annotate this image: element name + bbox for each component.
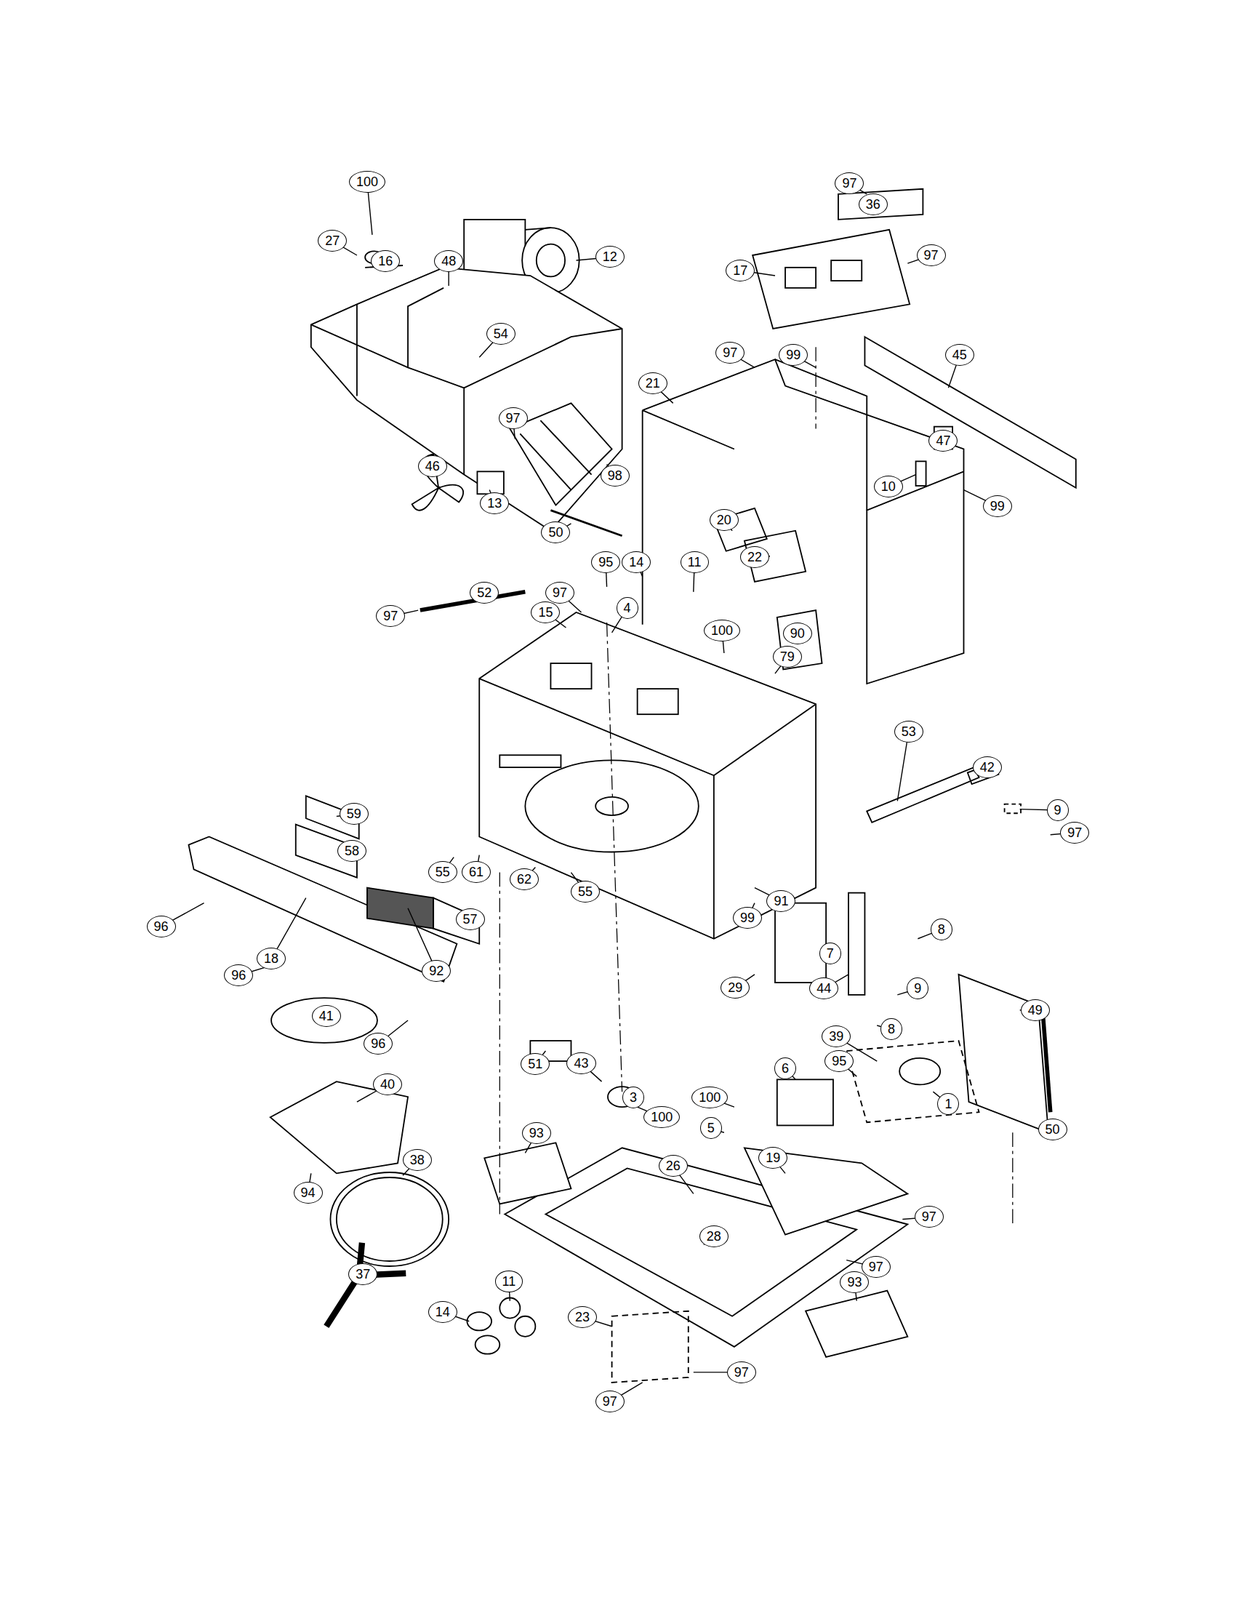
callout-number: 16 xyxy=(370,250,400,272)
callout-number: 49 xyxy=(1020,998,1050,1021)
callout-number: 57 xyxy=(455,908,485,930)
callout-number: 5 xyxy=(700,1116,722,1139)
callout-number: 45 xyxy=(945,343,975,366)
callout-number: 100 xyxy=(703,619,741,642)
callout-number: 4 xyxy=(616,596,639,619)
callout-number: 37 xyxy=(348,1262,378,1285)
callout-number: 100 xyxy=(643,1105,680,1128)
callout-number: 26 xyxy=(658,1154,688,1177)
callout-number: 12 xyxy=(595,245,625,268)
callout-number: 99 xyxy=(982,495,1013,517)
callout-number: 97 xyxy=(375,604,405,627)
callout-number: 43 xyxy=(566,1052,596,1074)
callout-number: 97 xyxy=(715,341,745,364)
callout-number: 97 xyxy=(861,1255,891,1278)
callout-number: 59 xyxy=(339,802,369,825)
callout-number: 8 xyxy=(930,918,953,941)
callout-number: 54 xyxy=(486,322,516,345)
callout-number: 8 xyxy=(880,1017,903,1040)
callout-number: 46 xyxy=(418,455,448,477)
callout-number: 58 xyxy=(337,839,367,862)
callout-number: 95 xyxy=(591,551,621,573)
callout-number: 15 xyxy=(530,601,560,624)
callout-number: 100 xyxy=(691,1086,728,1109)
callout-number: 55 xyxy=(570,880,600,903)
callout-number: 97 xyxy=(1060,821,1090,844)
callout-number: 97 xyxy=(498,407,528,429)
callout-number: 21 xyxy=(638,372,668,395)
callout-number: 50 xyxy=(1038,1118,1068,1141)
callout-number: 42 xyxy=(972,756,1002,778)
callout-number: 55 xyxy=(428,860,458,883)
callout-number: 50 xyxy=(540,521,571,544)
callout-number: 18 xyxy=(256,947,286,970)
callout-number: 51 xyxy=(520,1052,550,1075)
callout-number: 92 xyxy=(421,959,451,982)
callout-number: 19 xyxy=(758,1146,788,1169)
callout-number: 29 xyxy=(720,976,750,999)
callout-number: 90 xyxy=(783,622,813,645)
callout-number: 97 xyxy=(834,172,864,195)
callout-number: 40 xyxy=(372,1073,403,1095)
callout-number: 96 xyxy=(223,964,254,986)
callout-number: 9 xyxy=(1046,799,1069,821)
callout-number: 79 xyxy=(772,645,802,668)
callout-number: 7 xyxy=(819,942,842,965)
callout-number: 91 xyxy=(766,889,796,912)
callout-number: 97 xyxy=(916,244,946,267)
callout-number: 11 xyxy=(680,551,709,573)
callout-number: 36 xyxy=(858,193,888,216)
callout-number: 14 xyxy=(428,1300,458,1323)
callout-number: 99 xyxy=(778,343,808,366)
callout-number: 23 xyxy=(567,1305,597,1328)
callout-number: 99 xyxy=(732,906,762,929)
callout-number: 96 xyxy=(146,915,176,938)
callout-number: 6 xyxy=(774,1057,797,1079)
callout-number: 17 xyxy=(725,259,755,282)
callout-number: 44 xyxy=(809,977,839,999)
callout-number: 97 xyxy=(914,1205,944,1228)
callout-number: 97 xyxy=(595,1390,625,1412)
callout-number: 11 xyxy=(495,1270,524,1292)
callout-number: 9 xyxy=(906,977,929,999)
callout-number: 14 xyxy=(621,551,651,573)
callout-number: 61 xyxy=(461,860,491,883)
callout-number: 94 xyxy=(293,1181,323,1204)
callout-number: 97 xyxy=(545,581,575,604)
callout-number: 10 xyxy=(873,475,904,498)
callout-number: 13 xyxy=(479,492,509,515)
callout-number: 62 xyxy=(509,868,539,890)
callout-number: 93 xyxy=(522,1121,552,1144)
callout-number: 22 xyxy=(740,546,770,568)
callout-number: 97 xyxy=(727,1361,757,1383)
callout-number: 27 xyxy=(317,229,347,252)
callout-number: 98 xyxy=(600,464,630,487)
callout-number: 3 xyxy=(622,1086,645,1109)
callout-number: 39 xyxy=(821,1025,851,1047)
callout-number: 53 xyxy=(894,720,924,743)
callout-number: 93 xyxy=(839,1270,869,1293)
callout-number: 52 xyxy=(469,581,499,604)
callout-number: 48 xyxy=(434,250,464,272)
callout-number: 95 xyxy=(824,1049,854,1072)
callout-number: 1 xyxy=(937,1092,959,1115)
callout-number: 41 xyxy=(311,1004,341,1027)
callout-number: 100 xyxy=(348,170,386,193)
callout-number: 38 xyxy=(402,1148,432,1171)
callout-number: 20 xyxy=(709,508,739,531)
callout-number: 28 xyxy=(699,1225,729,1247)
callout-number: 96 xyxy=(363,1032,393,1055)
